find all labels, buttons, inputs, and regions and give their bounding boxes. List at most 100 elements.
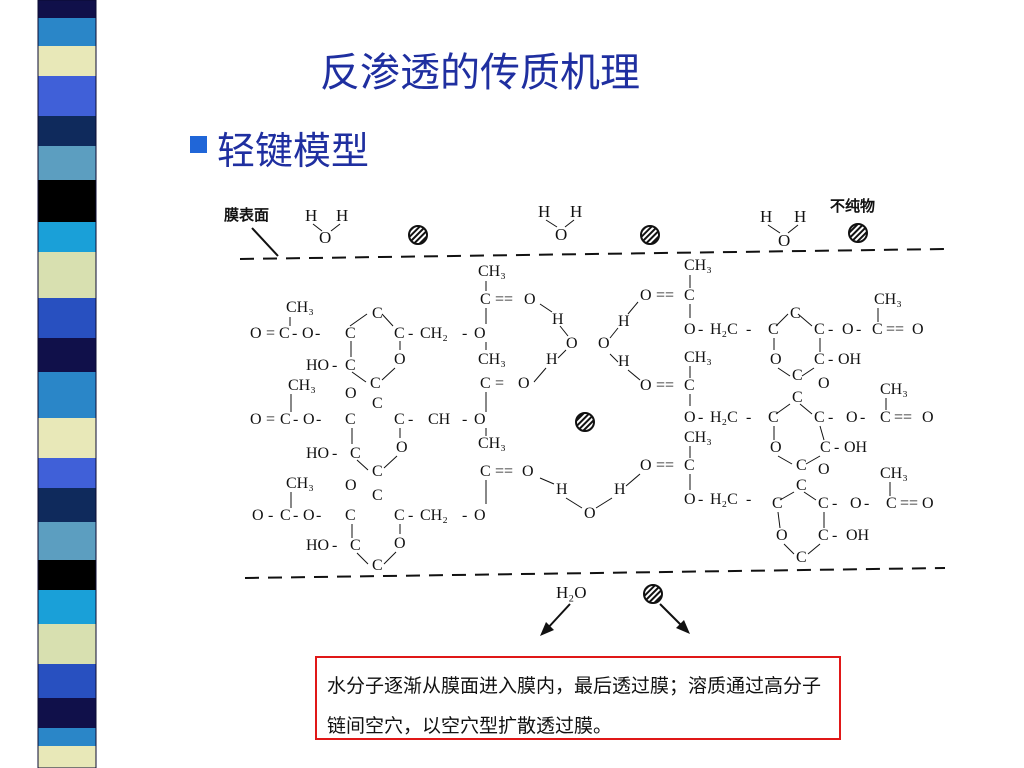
stripe-block <box>38 590 96 624</box>
atom-label: C <box>394 411 405 428</box>
svg-text:==: == <box>656 457 674 474</box>
atom-label: O <box>684 491 696 508</box>
svg-text:-: - <box>268 507 273 524</box>
stripe-block <box>38 372 96 418</box>
svg-text:-: - <box>864 495 869 512</box>
atom-label: C <box>280 411 291 428</box>
svg-text:-: - <box>698 321 703 338</box>
stripe-block <box>38 488 96 522</box>
caption-box: 水分子逐渐从膜面进入膜内，最后透过膜；溶质通过高分子链间空穴，以空穴型扩散透过膜… <box>315 656 841 740</box>
svg-text:-: - <box>746 321 751 338</box>
atom-label: C <box>880 409 891 426</box>
svg-text:-: - <box>834 439 839 456</box>
atom-label: C <box>684 457 695 474</box>
svg-text:-: - <box>462 325 467 342</box>
atom-label: CH₂ <box>420 507 448 524</box>
membrane-bottom-line <box>244 567 946 579</box>
atom-label: O <box>850 495 862 512</box>
svg-text:-: - <box>746 409 751 426</box>
water-out-label: H₂O <box>556 583 586 602</box>
atom-label: C <box>480 291 491 308</box>
atom-label: CH₃ <box>286 475 314 492</box>
svg-text:-: - <box>462 507 467 524</box>
atom-label: O <box>394 351 406 368</box>
bullet-text: 轻键模型 <box>217 129 370 173</box>
atom-label: C <box>814 351 825 368</box>
svg-text:==: == <box>495 463 513 480</box>
svg-text:-: - <box>832 495 837 512</box>
svg-text:==: == <box>894 409 912 426</box>
svg-text:==: == <box>495 291 513 308</box>
atom-label: C <box>796 549 807 566</box>
atom-label: H <box>614 481 626 498</box>
atom-label: O <box>394 535 406 552</box>
atom-label: C <box>820 439 831 456</box>
svg-text:-: - <box>408 411 413 428</box>
water-molecule-top-1: H H O <box>305 206 348 247</box>
svg-text:-: - <box>292 325 297 342</box>
membrane-surface-label: 膜表面 <box>224 206 269 224</box>
atom-label: H <box>336 206 348 225</box>
membrane-top-line <box>239 248 946 260</box>
svg-text:=: = <box>266 325 275 342</box>
atom-label: O <box>684 409 696 426</box>
svg-text:==: == <box>900 495 918 512</box>
atom-label: O <box>524 291 536 308</box>
atom-label: H₂C <box>710 491 738 508</box>
stripe-block <box>38 746 96 768</box>
atom-label: H <box>546 351 558 368</box>
stripe-border <box>37 0 97 768</box>
svg-text:-: - <box>746 491 751 508</box>
atom-label: O <box>566 335 578 352</box>
atom-label: CH₃ <box>684 349 712 366</box>
atom-label: CH₂ <box>420 325 448 342</box>
atom-label: C <box>872 321 883 338</box>
stripe-block <box>38 180 96 222</box>
svg-text:-: - <box>828 351 833 368</box>
atom-label: O <box>522 463 534 480</box>
atom-label: O <box>474 411 486 428</box>
atom-label: C <box>372 463 383 480</box>
atom-label: H <box>552 311 564 328</box>
atom-label: C <box>818 527 829 544</box>
atom-label: HO <box>306 357 329 374</box>
svg-text:-: - <box>828 321 833 338</box>
atom-label: H <box>794 207 806 226</box>
stripe-block <box>38 698 96 728</box>
atom-label: O <box>518 375 530 392</box>
stripe-block <box>38 46 96 76</box>
svg-text:=: = <box>266 411 275 428</box>
atom-label: C <box>280 507 291 524</box>
stripe-block <box>38 560 96 590</box>
atom-label: C <box>768 321 779 338</box>
atom-label: C <box>480 463 491 480</box>
atom-label: O <box>846 409 858 426</box>
svg-text:=: = <box>495 375 504 392</box>
atom-label: C <box>350 537 361 554</box>
stripe-block <box>38 252 96 298</box>
water-molecule-top-3: H H O <box>760 207 806 250</box>
svg-text:-: - <box>462 411 467 428</box>
atom-label: OH <box>838 351 862 368</box>
svg-text:==: == <box>886 321 904 338</box>
atom-label: C <box>772 495 783 512</box>
atom-label: O <box>640 457 652 474</box>
atom-label: H <box>618 313 630 330</box>
stripe-block <box>38 624 96 664</box>
svg-text:==: == <box>656 377 674 394</box>
atom-label: O <box>640 287 652 304</box>
impurity-label: 不纯物 <box>830 197 875 215</box>
stripe-block <box>38 18 96 46</box>
atom-label: CH₃ <box>880 381 908 398</box>
impurity-particle-bottom <box>643 584 663 604</box>
atom-label: OH <box>844 439 868 456</box>
atom-label: H₂C <box>710 409 738 426</box>
atom-label: C <box>792 367 803 384</box>
decorative-stripe <box>37 0 97 768</box>
atom-label: H <box>570 202 582 221</box>
atom-label: O <box>319 228 331 247</box>
atom-label: O <box>250 411 262 428</box>
atom-label: H <box>305 206 317 225</box>
